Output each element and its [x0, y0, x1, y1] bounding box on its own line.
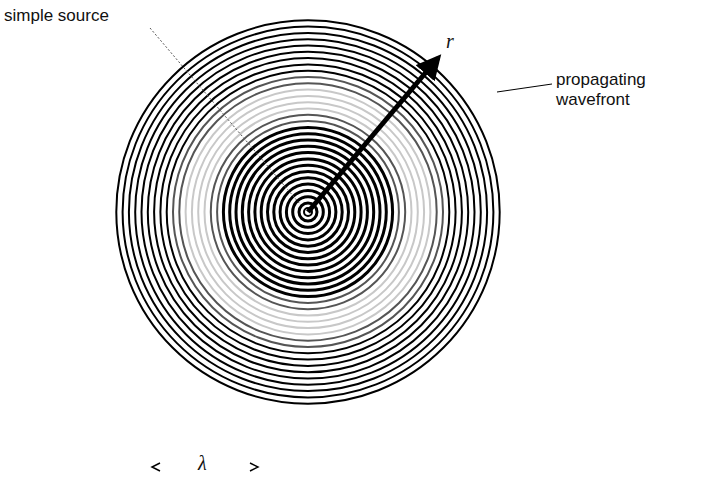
wavefront-ring [179, 83, 436, 340]
leader-line [497, 84, 552, 92]
wavefront-ring [148, 52, 468, 372]
leader-line [150, 28, 300, 204]
wavefront-ring [116, 20, 499, 403]
wavefront-ring [135, 39, 481, 385]
lambda-arrow-right [250, 463, 258, 471]
radius-arrow [308, 58, 438, 212]
wavefront-ring [129, 33, 487, 391]
wavefront-ring [142, 46, 475, 379]
wavefront-label: propagating wavefront [556, 70, 656, 109]
lambda-arrow-left [152, 463, 160, 471]
wavelength-label: λ [198, 452, 207, 475]
radius-label: r [446, 30, 454, 53]
source-label: simple source [4, 6, 109, 26]
wavefront-rings [116, 20, 499, 403]
wavefront-ring [249, 153, 368, 272]
wavefront-ring [123, 27, 494, 398]
wavefront-ring [154, 58, 462, 366]
